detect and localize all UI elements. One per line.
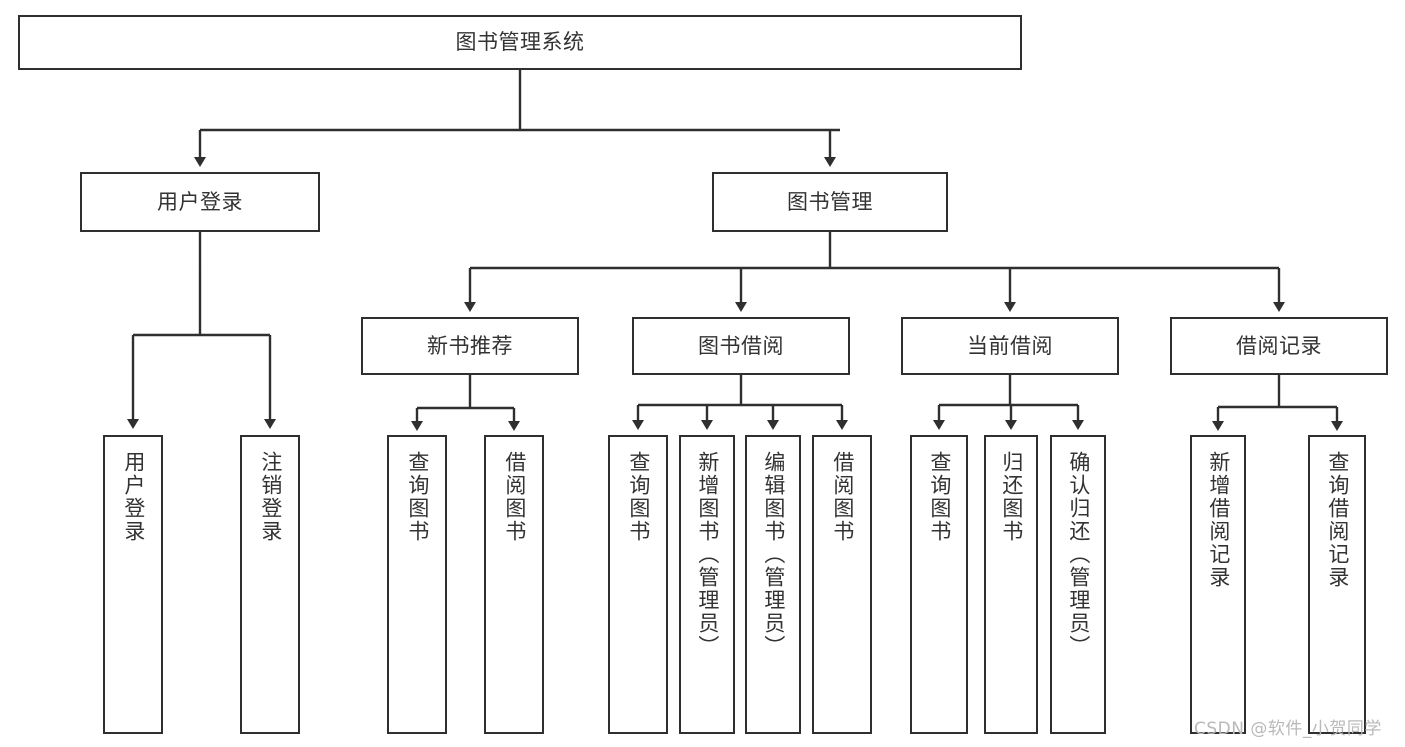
csdn-watermark: CSDN @软件_小贺同学 — [1194, 719, 1382, 739]
leaf-return-book-label: 归还图书 — [999, 451, 1024, 543]
leaf-confirm-return-admin[interactable]: 确认归还（管理员） — [1050, 435, 1106, 734]
node-user-login[interactable]: 用户登录 — [80, 172, 320, 232]
node-current-borrow[interactable]: 当前借阅 — [901, 317, 1119, 375]
leaf-query-book-recommend[interactable]: 查询图书 — [387, 435, 447, 734]
node-new-book-recommend-label: 新书推荐 — [427, 333, 513, 358]
leaf-confirm-return-admin-label: 确认归还（管理员） — [1066, 451, 1091, 658]
leaf-add-book-admin-label: 新增图书（管理员） — [695, 451, 720, 658]
node-current-borrow-label: 当前借阅 — [967, 333, 1053, 358]
leaf-edit-book-admin-label: 编辑图书（管理员） — [761, 451, 786, 658]
node-book-borrow-label: 图书借阅 — [698, 333, 784, 358]
node-root[interactable]: 图书管理系统 — [18, 15, 1022, 70]
leaf-user-login[interactable]: 用户登录 — [103, 435, 163, 734]
leaf-borrow-book-label: 借阅图书 — [830, 451, 855, 543]
node-borrow-records[interactable]: 借阅记录 — [1170, 317, 1388, 375]
leaf-user-logout[interactable]: 注销登录 — [240, 435, 300, 734]
leaf-edit-book-admin[interactable]: 编辑图书（管理员） — [745, 435, 801, 734]
node-book-management-label: 图书管理 — [787, 189, 873, 214]
leaf-return-book[interactable]: 归还图书 — [984, 435, 1038, 734]
leaf-add-borrow-record-label: 新增借阅记录 — [1206, 451, 1231, 589]
node-book-management[interactable]: 图书管理 — [712, 172, 948, 232]
leaf-add-borrow-record[interactable]: 新增借阅记录 — [1190, 435, 1246, 734]
leaf-query-book-current[interactable]: 查询图书 — [910, 435, 968, 734]
node-borrow-records-label: 借阅记录 — [1236, 333, 1322, 358]
leaf-borrow-book[interactable]: 借阅图书 — [812, 435, 872, 734]
leaf-borrow-book-recommend[interactable]: 借阅图书 — [484, 435, 544, 734]
leaf-user-logout-label: 注销登录 — [258, 451, 283, 543]
leaf-borrow-book-recommend-label: 借阅图书 — [502, 451, 527, 543]
leaf-query-borrow-record[interactable]: 查询借阅记录 — [1308, 435, 1366, 734]
node-new-book-recommend[interactable]: 新书推荐 — [361, 317, 579, 375]
leaf-add-book-admin[interactable]: 新增图书（管理员） — [679, 435, 735, 734]
node-user-login-label: 用户登录 — [157, 189, 243, 214]
leaf-user-login-label: 用户登录 — [121, 451, 146, 543]
leaf-query-book-recommend-label: 查询图书 — [405, 451, 430, 543]
leaf-query-book-borrow-label: 查询图书 — [626, 451, 651, 543]
leaf-query-borrow-record-label: 查询借阅记录 — [1325, 451, 1350, 589]
leaf-query-book-borrow[interactable]: 查询图书 — [608, 435, 668, 734]
node-root-label: 图书管理系统 — [455, 30, 585, 55]
leaf-query-book-current-label: 查询图书 — [927, 451, 952, 543]
node-book-borrow[interactable]: 图书借阅 — [632, 317, 850, 375]
